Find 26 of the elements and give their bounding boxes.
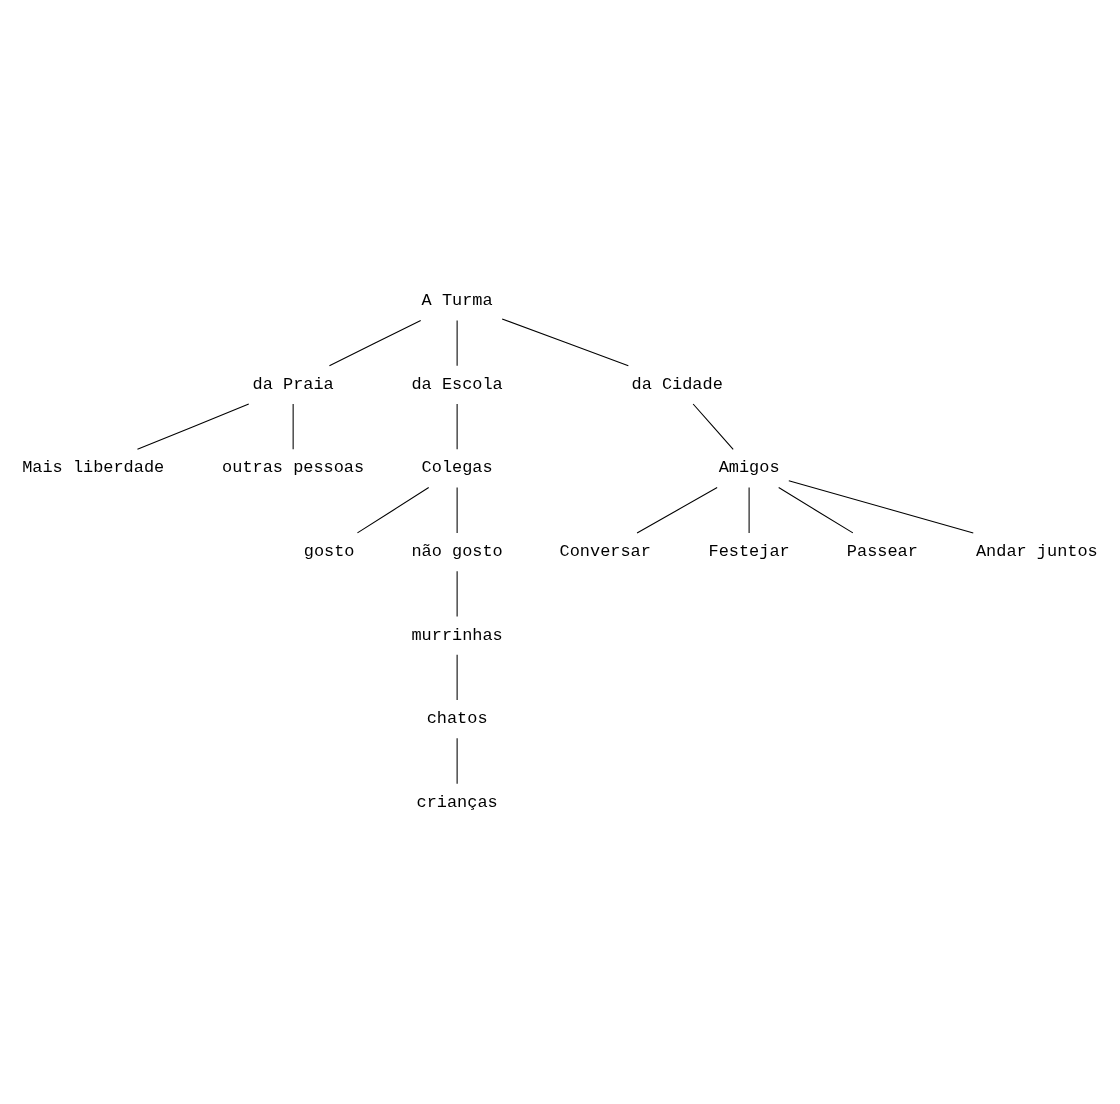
connector [501, 318, 629, 367]
node-text: crianças [416, 792, 498, 812]
node-text: Amigos [718, 458, 780, 478]
node-text: Passear [846, 542, 918, 562]
node-text: murrinhas [411, 625, 503, 645]
connector [692, 403, 734, 450]
connector [356, 487, 430, 534]
node-text: da Praia [252, 374, 334, 394]
node-text: Mais liberdade [22, 458, 165, 478]
connector [788, 480, 974, 534]
connector [328, 319, 422, 367]
connector [292, 403, 294, 450]
connector [636, 487, 718, 534]
node-text: da Escola [411, 374, 503, 394]
node-text: Conversar [559, 542, 651, 562]
node-text: chatos [426, 709, 488, 729]
connector [136, 403, 250, 450]
node-text: da Cidade [631, 374, 723, 394]
connector [778, 487, 854, 534]
node-text: não gosto [411, 542, 503, 562]
node-text: A Turma [421, 291, 493, 311]
node-text: gosto [303, 542, 355, 562]
node-text: Andar juntos [975, 542, 1098, 562]
node-text: Colegas [421, 458, 493, 478]
node-text: Festejar [708, 542, 790, 562]
node-text: outras pessoas [222, 458, 365, 478]
